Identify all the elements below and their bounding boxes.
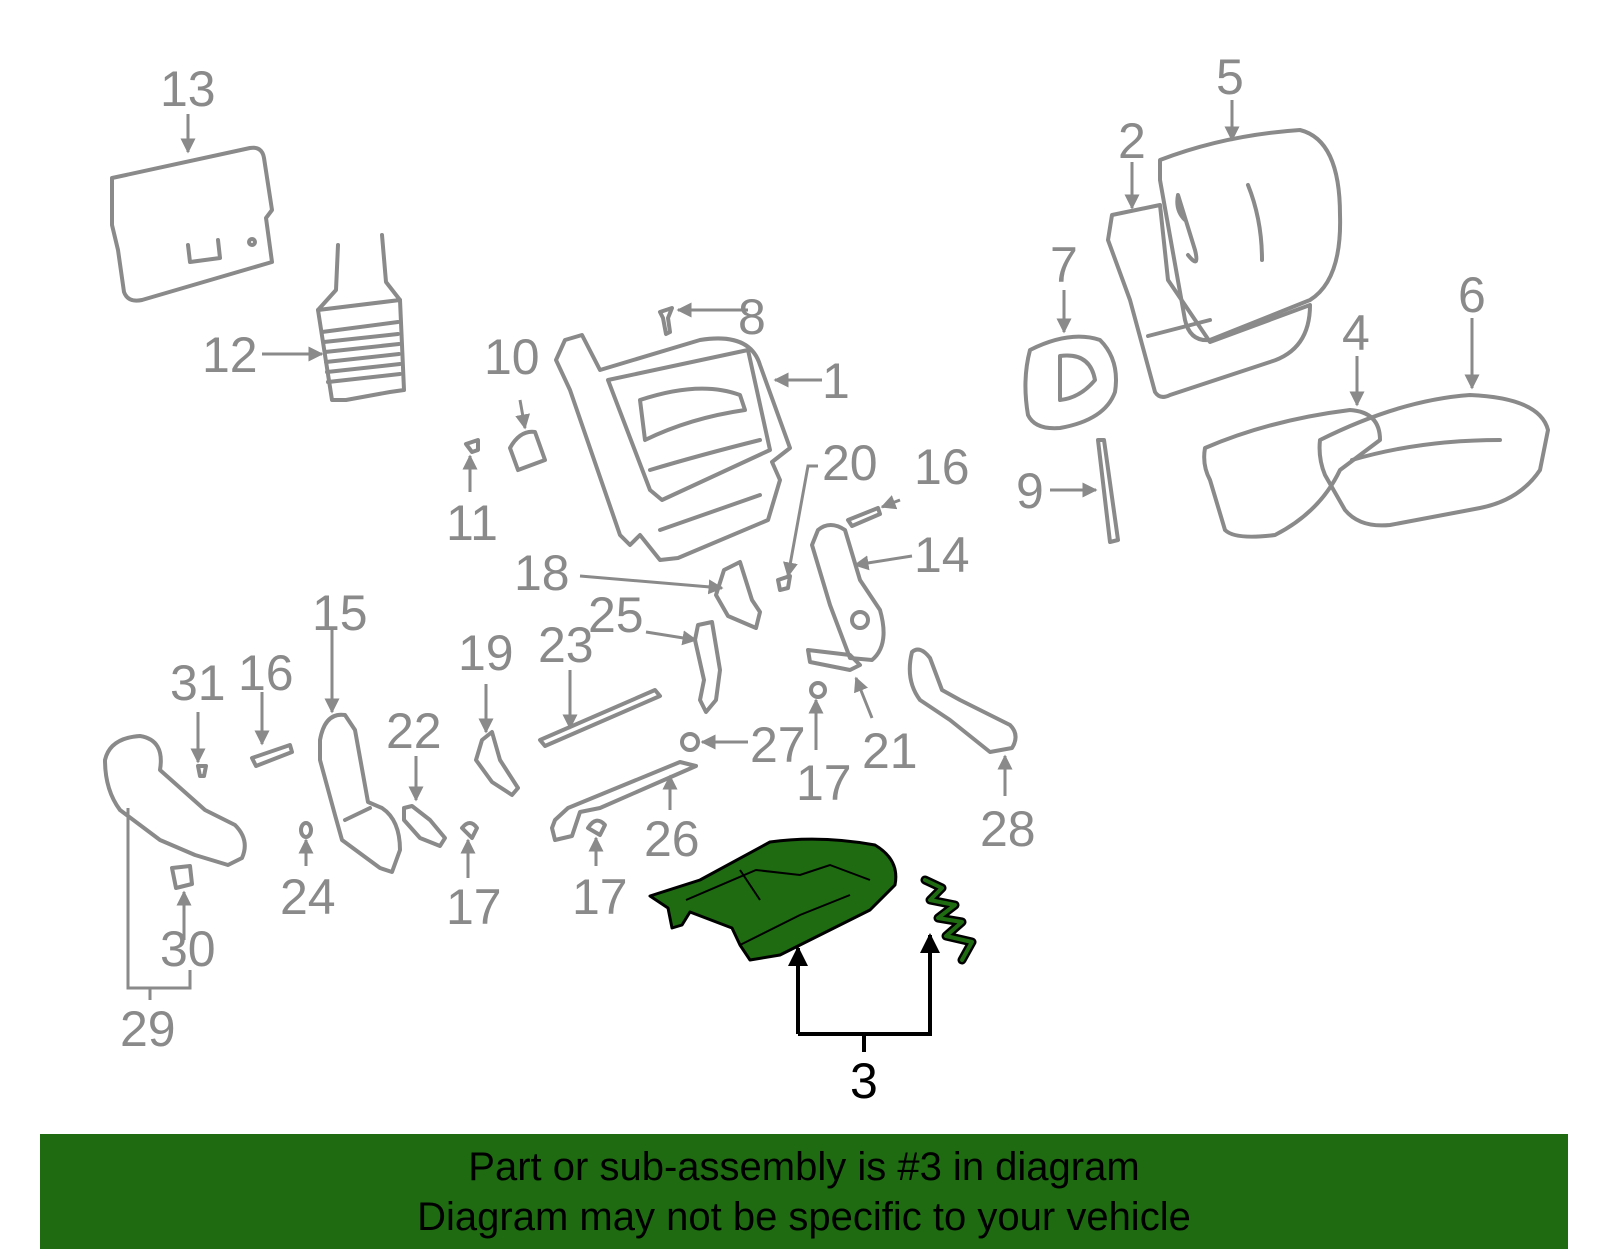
callout-30: 30 [160, 921, 216, 977]
part-24-clip [299, 821, 313, 839]
callout-5: 5 [1216, 49, 1244, 105]
part-17-clip-a [809, 681, 827, 699]
callout-11: 11 [446, 495, 498, 551]
part-27-clip [680, 732, 700, 752]
callout-19: 19 [458, 625, 514, 681]
callout-21: 21 [862, 723, 918, 779]
callout-20: 20 [822, 435, 878, 491]
part-5-seatback-assembly [1158, 128, 1343, 343]
part-17-clip-b [586, 818, 607, 837]
part-1-seatback-frame [554, 333, 792, 562]
part-18-bracket [714, 560, 762, 630]
part-13-back-panel [110, 145, 274, 303]
callout-27: 27 [750, 717, 806, 773]
callout-13: 13 [160, 61, 216, 117]
part-10-cap [508, 429, 547, 472]
callout-4: 4 [1342, 305, 1370, 361]
info-banner: Part or sub-assembly is #3 in diagram Di… [40, 1134, 1568, 1249]
part-22-bracket [402, 804, 447, 848]
part-26-wire-rod [550, 760, 698, 842]
banner-line-2: Diagram may not be specific to your vehi… [417, 1194, 1191, 1239]
callout-28: 28 [980, 801, 1036, 857]
part-31-pin [196, 764, 208, 778]
part-19-small-bracket [474, 730, 520, 797]
callout-23: 23 [538, 617, 594, 673]
part-25-latch [693, 620, 722, 714]
part-16-bolt-upper [846, 506, 882, 528]
seat-parts-diagram: 13 12 8 1 10 11 5 2 7 6 4 9 20 16 14 18 … [103, 49, 1550, 1109]
callout-9: 9 [1016, 463, 1044, 519]
callout-25: 25 [588, 587, 644, 643]
part-8-bolt [658, 306, 674, 336]
callout-17-b: 17 [572, 869, 628, 925]
callout-12: 12 [202, 327, 258, 383]
part-9-headrest-guide [1096, 438, 1120, 544]
callout-17-a: 17 [796, 755, 852, 811]
callout-26: 26 [644, 811, 700, 867]
part-14-recliner [810, 523, 886, 662]
callout-10: 10 [484, 329, 540, 385]
part-15-side-shield [318, 712, 402, 874]
callout-7: 7 [1050, 237, 1078, 293]
part-12-spring-grid [316, 233, 406, 402]
callout-17-c: 17 [446, 879, 502, 935]
callout-8: 8 [738, 289, 766, 345]
part-21-lever-bracket [806, 648, 862, 672]
banner-line-1: Part or sub-assembly is #3 in diagram [468, 1144, 1140, 1189]
part-4-seat-cushion [1202, 408, 1382, 539]
part-6-cushion-cover [1317, 393, 1550, 528]
part-11-clip [464, 438, 480, 454]
callout-14: 14 [914, 527, 970, 583]
part-23-rod [538, 688, 662, 748]
callout-24: 24 [280, 869, 336, 925]
leader-lines [126, 100, 1480, 1052]
callout-31: 31 [170, 655, 226, 711]
callout-2: 2 [1118, 113, 1146, 169]
callout-18: 18 [514, 545, 570, 601]
callout-3-highlighted: 3 [850, 1053, 878, 1109]
part-29-trim-panel [103, 734, 247, 867]
part-3-seat-cushion-frame [648, 837, 977, 965]
callout-16-upper: 16 [914, 439, 970, 495]
part-7-headrest [1023, 334, 1118, 431]
callout-16-lower: 16 [238, 645, 294, 701]
callout-1: 1 [822, 353, 850, 409]
part-20-bolt [776, 574, 792, 592]
part-16-bolt-lower [250, 743, 294, 768]
callout-6: 6 [1458, 267, 1486, 323]
part-17-clip-c [460, 821, 479, 840]
part-30-clip [170, 864, 194, 890]
part-2-seatback-cover [1106, 203, 1312, 399]
callout-29: 29 [120, 1001, 176, 1057]
callout-15: 15 [312, 585, 368, 641]
part-28-side-shield [907, 647, 1018, 754]
callout-22: 22 [386, 703, 442, 759]
